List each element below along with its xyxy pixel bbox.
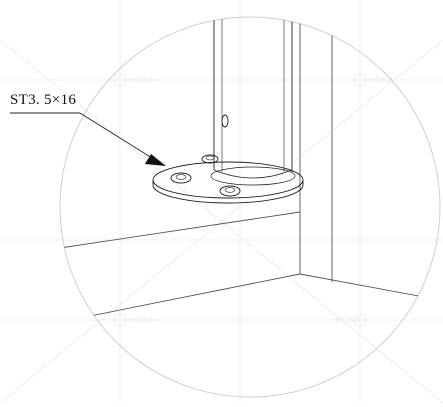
base-flange-side — [152, 180, 304, 204]
watermark-text: HOKA — [335, 316, 362, 326]
watermark-text: HOKA — [368, 76, 395, 86]
callout-leader-line — [79, 112, 153, 159]
screw-head — [201, 154, 219, 164]
post-hole — [221, 114, 229, 128]
watermark-text: HOKA — [128, 316, 155, 326]
callout-arrowhead — [145, 154, 166, 166]
floor-edge-line — [60, 211, 301, 249]
base-flange-top — [152, 161, 304, 199]
watermark-text: HOKA — [128, 76, 155, 86]
screw-head — [170, 172, 192, 184]
post-base-curve — [213, 169, 293, 179]
screw-spec-label: ST3. 5×16 — [10, 92, 77, 108]
floor-edge-line — [60, 273, 301, 323]
floor-edge-line — [299, 273, 440, 301]
flange-collar — [210, 166, 296, 186]
magnified-detail — [60, 17, 440, 323]
magnifier-outline — [59, 16, 441, 398]
screw-head — [219, 185, 241, 197]
